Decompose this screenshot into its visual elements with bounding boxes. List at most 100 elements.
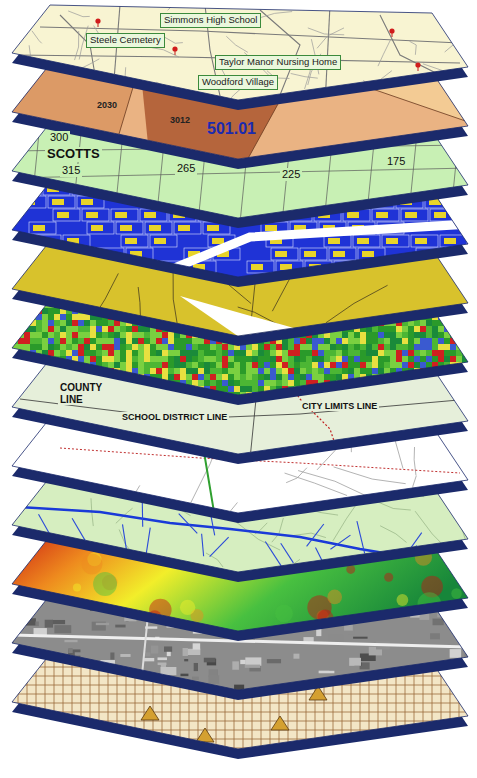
land-cover-cell (66, 350, 73, 357)
photo-patch (328, 634, 343, 641)
land-cover-cell (108, 326, 115, 333)
land-cover-cell (408, 368, 415, 375)
land-cover-cell (156, 368, 163, 375)
land-cover-cell (96, 344, 103, 351)
building-footprint (212, 238, 224, 244)
land-cover-cell (144, 380, 151, 387)
land-cover-cell (402, 338, 409, 345)
land-cover-cell (354, 356, 361, 363)
land-cover-cell (300, 368, 307, 375)
land-cover-cell (108, 320, 115, 327)
land-cover-cell (216, 374, 223, 381)
building-footprint (367, 264, 379, 270)
photo-patch (207, 693, 213, 699)
land-cover-cell (186, 356, 193, 363)
land-cover-cell (342, 332, 349, 339)
land-cover-cell (84, 368, 91, 375)
land-cover-cell (180, 338, 187, 345)
land-cover-cell (204, 356, 211, 363)
land-cover-cell (144, 350, 151, 357)
land-cover-cell (312, 392, 319, 399)
land-cover-cell (456, 398, 463, 405)
land-cover-cell (54, 326, 61, 333)
land-cover-cell (138, 332, 145, 339)
land-cover-cell (30, 326, 37, 333)
land-cover-cell (162, 362, 169, 369)
land-cover-cell (348, 350, 355, 357)
land-cover-cell (48, 338, 55, 345)
land-cover-cell (132, 380, 139, 387)
river-line (307, 524, 324, 546)
land-cover-cell (462, 374, 469, 381)
contour-line (423, 550, 436, 563)
land-cover-cell (240, 350, 247, 357)
land-cover-cell (324, 380, 331, 387)
land-cover-cell (132, 344, 139, 351)
land-cover-cell (366, 368, 373, 375)
land-cover-cell (12, 398, 19, 405)
photo-patch (151, 646, 158, 654)
land-cover-cell (6, 380, 13, 387)
land-cover-cell (324, 386, 331, 393)
land-cover-cell (270, 356, 277, 363)
land-cover-cell (186, 398, 193, 405)
land-cover-cell (360, 350, 367, 357)
photo-patch (144, 658, 154, 661)
land-cover-cell (246, 356, 253, 363)
building-footprint (376, 212, 388, 218)
building-footprint (86, 212, 98, 218)
land-cover-cell (276, 350, 283, 357)
land-cover-cell (138, 398, 145, 405)
land-cover-cell (276, 362, 283, 369)
land-cover-cell (288, 398, 295, 405)
land-cover-cell (426, 332, 433, 339)
land-cover-cell (402, 380, 409, 387)
land-cover-cell (120, 380, 127, 387)
land-cover-cell (78, 368, 85, 375)
land-cover-cell (18, 350, 25, 357)
grid-line (468, 649, 469, 759)
land-cover-cell (30, 314, 37, 321)
land-cover-cell (144, 368, 151, 375)
land-cover-cell (204, 368, 211, 375)
river-line (330, 535, 350, 549)
land-cover-cell (0, 398, 7, 405)
land-cover-cell (294, 368, 301, 375)
land-cover-cell (48, 392, 55, 399)
land-cover-cell (228, 362, 235, 369)
land-cover-cell (276, 368, 283, 375)
land-cover-cell (330, 392, 337, 399)
land-cover-cell (168, 398, 175, 405)
road-line (0, 432, 19, 441)
land-cover-cell (336, 374, 343, 381)
land-cover-cell (54, 344, 61, 351)
land-cover-cell (18, 398, 25, 405)
land-cover-cell (318, 392, 325, 399)
land-cover-cell (402, 326, 409, 333)
grid-line (0, 730, 477, 731)
land-cover-cell (180, 374, 187, 381)
land-cover-cell (354, 344, 361, 351)
land-cover-cell (48, 320, 55, 327)
photo-patch (193, 643, 201, 649)
land-cover-cell (186, 338, 193, 345)
land-cover-cell (18, 308, 25, 315)
land-cover-cell (48, 344, 55, 351)
land-cover-cell (24, 374, 31, 381)
land-cover-cell (468, 368, 475, 375)
land-cover-cell (156, 350, 163, 357)
parcel-outline (454, 196, 477, 208)
zone-border (173, 271, 177, 325)
land-cover-cell (12, 314, 19, 321)
land-cover-cell (342, 350, 349, 357)
land-cover-cell (42, 326, 49, 333)
land-cover-cell (18, 362, 25, 369)
land-cover-cell (234, 386, 241, 393)
land-cover-cell (78, 332, 85, 339)
land-cover-cell (168, 332, 175, 339)
land-cover-cell (462, 380, 469, 387)
building-footprint (444, 238, 456, 244)
land-cover-cell (48, 386, 55, 393)
land-cover-cell (78, 350, 85, 357)
land-cover-cell (444, 332, 451, 339)
